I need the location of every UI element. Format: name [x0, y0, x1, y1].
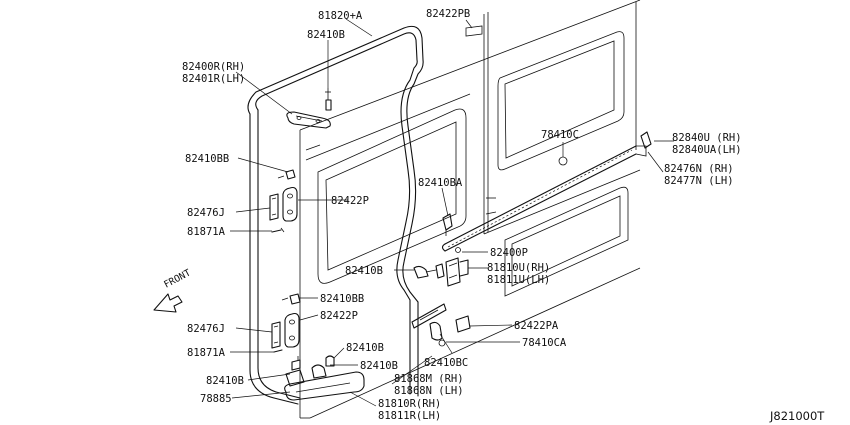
callout-82410bb-lower: 82410BB — [320, 293, 364, 305]
callout-82476j-upper: 82476J — [187, 207, 225, 219]
callout-81868m: 81868M (RH)81868N (LH) — [394, 373, 464, 397]
door-weatherstrip — [247, 25, 424, 405]
callout-81810u: 81810U(RH)81811U(LH) — [487, 262, 550, 286]
callout-81871a-lower: 81871A — [187, 347, 226, 359]
callout-82410b-center: 82410B — [345, 265, 383, 277]
callout-82476n: 82476N (RH)82477N (LH) — [664, 163, 734, 187]
callout-81871a-upper: 81871A — [187, 226, 226, 238]
callout-82410ba: 82410BA — [418, 177, 463, 189]
callout-82476j-lower: 82476J — [187, 323, 225, 335]
front-label: FRONT — [162, 267, 193, 290]
callout-82410bb-upper: 82410BB — [185, 153, 229, 165]
callout-82410b-lower-right: 82410B — [360, 360, 398, 372]
callout-82410b-bottom: 82410B — [206, 375, 244, 387]
callout-82410b-top: 82410B — [307, 29, 345, 41]
callout-82422p-lower: 82422P — [320, 310, 358, 322]
upper-rail — [441, 145, 647, 252]
lower-hinge-assembly — [284, 355, 365, 401]
callout-82840u: 82840U (RH)82840UA(LH) — [672, 132, 742, 156]
center-latch-assembly — [411, 25, 652, 347]
callout-82422p-upper: 82422P — [331, 195, 369, 207]
diagram-reference-code: J821000T — [769, 409, 825, 423]
callout-81810r: 81810R(RH)81811R(LH) — [378, 398, 441, 422]
upper-lock-assembly — [269, 169, 298, 233]
front-direction-indicator: FRONT — [153, 267, 193, 313]
callout-82422pb: 82422PB — [426, 8, 470, 20]
callout-82410bc: 82410BC — [424, 357, 468, 369]
callout-78410c: 78410C — [541, 129, 579, 141]
callout-82422pa: 82422PA — [514, 320, 559, 332]
callout-78885: 78885 — [200, 393, 232, 405]
callout-82400r: 82400R(RH)82401R(LH) — [182, 61, 245, 85]
body-side-panel — [299, 0, 641, 419]
callout-leaders — [230, 18, 674, 407]
lower-lock-assembly — [271, 293, 301, 353]
callout-78410ca: 78410CA — [522, 337, 567, 349]
callout-82410b-mid: 82410B — [346, 342, 384, 354]
callout-81820-a: 81820+A — [318, 10, 363, 22]
callout-82400p: 82400P — [490, 247, 528, 259]
upper-hinge-bracket — [286, 88, 332, 129]
callout-labels: 81820+A 82422PB 82410B 82400R(RH)82401R(… — [182, 8, 742, 422]
